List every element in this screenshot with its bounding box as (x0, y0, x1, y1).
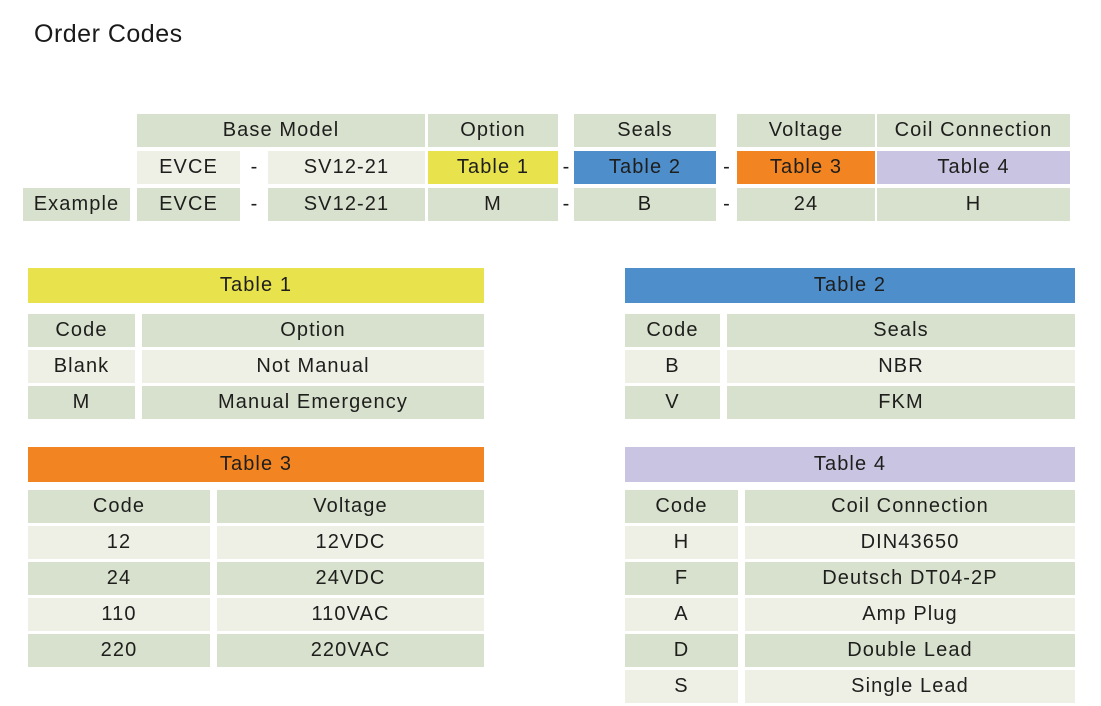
builder-example-series: EVCE (137, 188, 240, 221)
dash-separator: - (562, 193, 570, 215)
code-cell: D (625, 634, 738, 667)
value-column-header: Coil Connection (745, 490, 1075, 523)
value-cell: Deutsch DT04-2P (745, 562, 1075, 595)
builder-header-base-model: Base Model (137, 114, 425, 147)
builder-seals-ref-cell: Table 2 (574, 151, 716, 184)
table-title: Table 1 (28, 268, 484, 303)
builder-header-option: Option (428, 114, 558, 147)
table-header-row: Code Voltage (28, 490, 484, 523)
table-header-row: Code Option (28, 314, 484, 347)
coil-connection-table: Table 4 Code Coil Connection H DIN43650 … (625, 447, 1075, 706)
table-row: D Double Lead (625, 634, 1075, 667)
table-row: S Single Lead (625, 670, 1075, 703)
dash-separator: - (250, 156, 258, 178)
dash-separator: - (250, 193, 258, 215)
builder-model-cell: SV12-21 (268, 151, 425, 184)
builder-header-voltage: Voltage (737, 114, 875, 147)
value-cell: DIN43650 (745, 526, 1075, 559)
table-row: F Deutsch DT04-2P (625, 562, 1075, 595)
code-column-header: Code (625, 490, 738, 523)
table-title: Table 3 (28, 447, 484, 482)
code-cell: 24 (28, 562, 210, 595)
code-cell: V (625, 386, 720, 419)
dash-separator: - (562, 156, 570, 178)
table-title: Table 4 (625, 447, 1075, 482)
value-cell: Single Lead (745, 670, 1075, 703)
table-row: 12 12VDC (28, 526, 484, 559)
code-cell: F (625, 562, 738, 595)
code-column-header: Code (28, 490, 210, 523)
builder-voltage-ref-cell: Table 3 (737, 151, 875, 184)
code-cell: B (625, 350, 720, 383)
builder-example-seals: B (574, 188, 716, 221)
value-cell: Manual Emergency (142, 386, 484, 419)
value-cell: Not Manual (142, 350, 484, 383)
table-header-row: Code Coil Connection (625, 490, 1075, 523)
page-title: Order Codes (34, 20, 183, 48)
code-cell: H (625, 526, 738, 559)
code-cell: S (625, 670, 738, 703)
dash-separator: - (723, 193, 730, 215)
builder-example-coil: H (877, 188, 1070, 221)
code-cell: 220 (28, 634, 210, 667)
builder-option-ref-cell: Table 1 (428, 151, 558, 184)
value-column-header: Voltage (217, 490, 484, 523)
value-cell: 24VDC (217, 562, 484, 595)
builder-example-option: M (428, 188, 558, 221)
value-cell: FKM (727, 386, 1075, 419)
table-row: 110 110VAC (28, 598, 484, 631)
value-column-header: Option (142, 314, 484, 347)
table-title: Table 2 (625, 268, 1075, 303)
seals-table: Table 2 Code Seals B NBR V FKM (625, 268, 1075, 422)
builder-example-voltage: 24 (737, 188, 875, 221)
table-row: Blank Not Manual (28, 350, 484, 383)
code-column-header: Code (625, 314, 720, 347)
voltage-table: Table 3 Code Voltage 12 12VDC 24 24VDC 1… (28, 447, 484, 670)
builder-example-label: Example (23, 188, 130, 221)
code-cell: M (28, 386, 135, 419)
table-row: H DIN43650 (625, 526, 1075, 559)
table-row: V FKM (625, 386, 1075, 419)
code-cell: 12 (28, 526, 210, 559)
value-column-header: Seals (727, 314, 1075, 347)
builder-series-cell: EVCE (137, 151, 240, 184)
table-row: 24 24VDC (28, 562, 484, 595)
value-cell: NBR (727, 350, 1075, 383)
code-column-header: Code (28, 314, 135, 347)
dash-separator: - (723, 156, 730, 178)
value-cell: Double Lead (745, 634, 1075, 667)
table-header-row: Code Seals (625, 314, 1075, 347)
value-cell: 110VAC (217, 598, 484, 631)
table-row: 220 220VAC (28, 634, 484, 667)
table-row: B NBR (625, 350, 1075, 383)
builder-coil-ref-cell: Table 4 (877, 151, 1070, 184)
code-cell: A (625, 598, 738, 631)
value-cell: Amp Plug (745, 598, 1075, 631)
code-cell: 110 (28, 598, 210, 631)
option-table: Table 1 Code Option Blank Not Manual M M… (28, 268, 484, 422)
builder-header-coil-connection: Coil Connection (877, 114, 1070, 147)
table-row: M Manual Emergency (28, 386, 484, 419)
builder-example-model: SV12-21 (268, 188, 425, 221)
builder-header-seals: Seals (574, 114, 716, 147)
table-row: A Amp Plug (625, 598, 1075, 631)
value-cell: 12VDC (217, 526, 484, 559)
code-cell: Blank (28, 350, 135, 383)
order-code-builder: Base Model Option Seals Voltage Coil Con… (23, 114, 1070, 221)
value-cell: 220VAC (217, 634, 484, 667)
